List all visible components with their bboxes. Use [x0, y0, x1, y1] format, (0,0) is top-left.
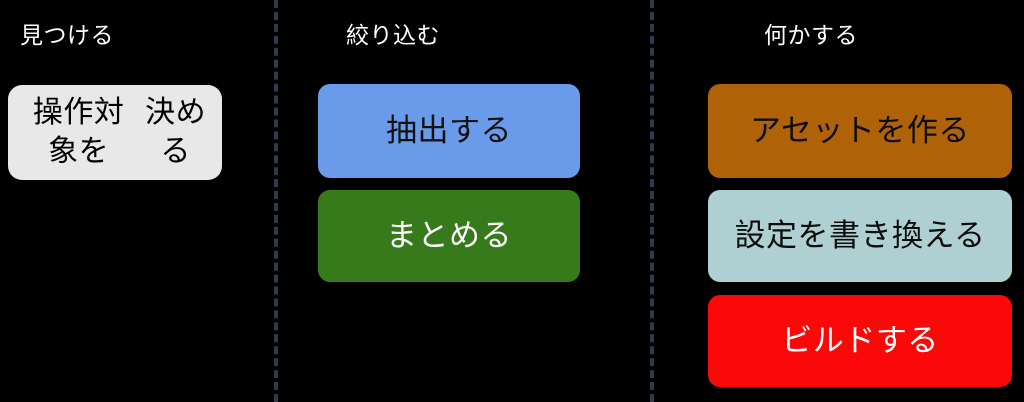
- card-label-decide-target-line2: 決める: [145, 96, 207, 168]
- card-label-rewrite-settings: 設定を書き換える: [734, 218, 986, 254]
- card-gather[interactable]: まとめる: [318, 190, 580, 282]
- card-label-extract: 抽出する: [386, 113, 512, 149]
- card-rewrite-settings[interactable]: 設定を書き換える: [708, 190, 1012, 282]
- column-divider-1: [274, 0, 278, 402]
- column-narrow-down: 絞り込む 抽出する まとめる: [278, 0, 650, 402]
- column-do-something: 何かする アセットを作る 設定を書き換える ビルドする: [654, 0, 1024, 402]
- card-build[interactable]: ビルドする: [708, 295, 1012, 387]
- card-label-build: ビルドする: [781, 323, 939, 359]
- column-find: 見つける 操作対象を 決める: [0, 0, 274, 402]
- card-decide-target[interactable]: 操作対象を 決める: [8, 85, 222, 180]
- column-divider-2: [650, 0, 654, 402]
- column-title-narrow-down: 絞り込む: [346, 22, 440, 48]
- card-create-asset[interactable]: アセットを作る: [708, 84, 1012, 178]
- card-label-create-asset: アセットを作る: [750, 113, 970, 149]
- card-label-gather: まとめる: [386, 218, 512, 254]
- card-label-decide-target-line1: 操作対象を: [32, 96, 125, 168]
- column-title-find: 見つける: [20, 22, 114, 48]
- column-title-do-something: 何かする: [764, 22, 858, 48]
- card-extract[interactable]: 抽出する: [318, 84, 580, 178]
